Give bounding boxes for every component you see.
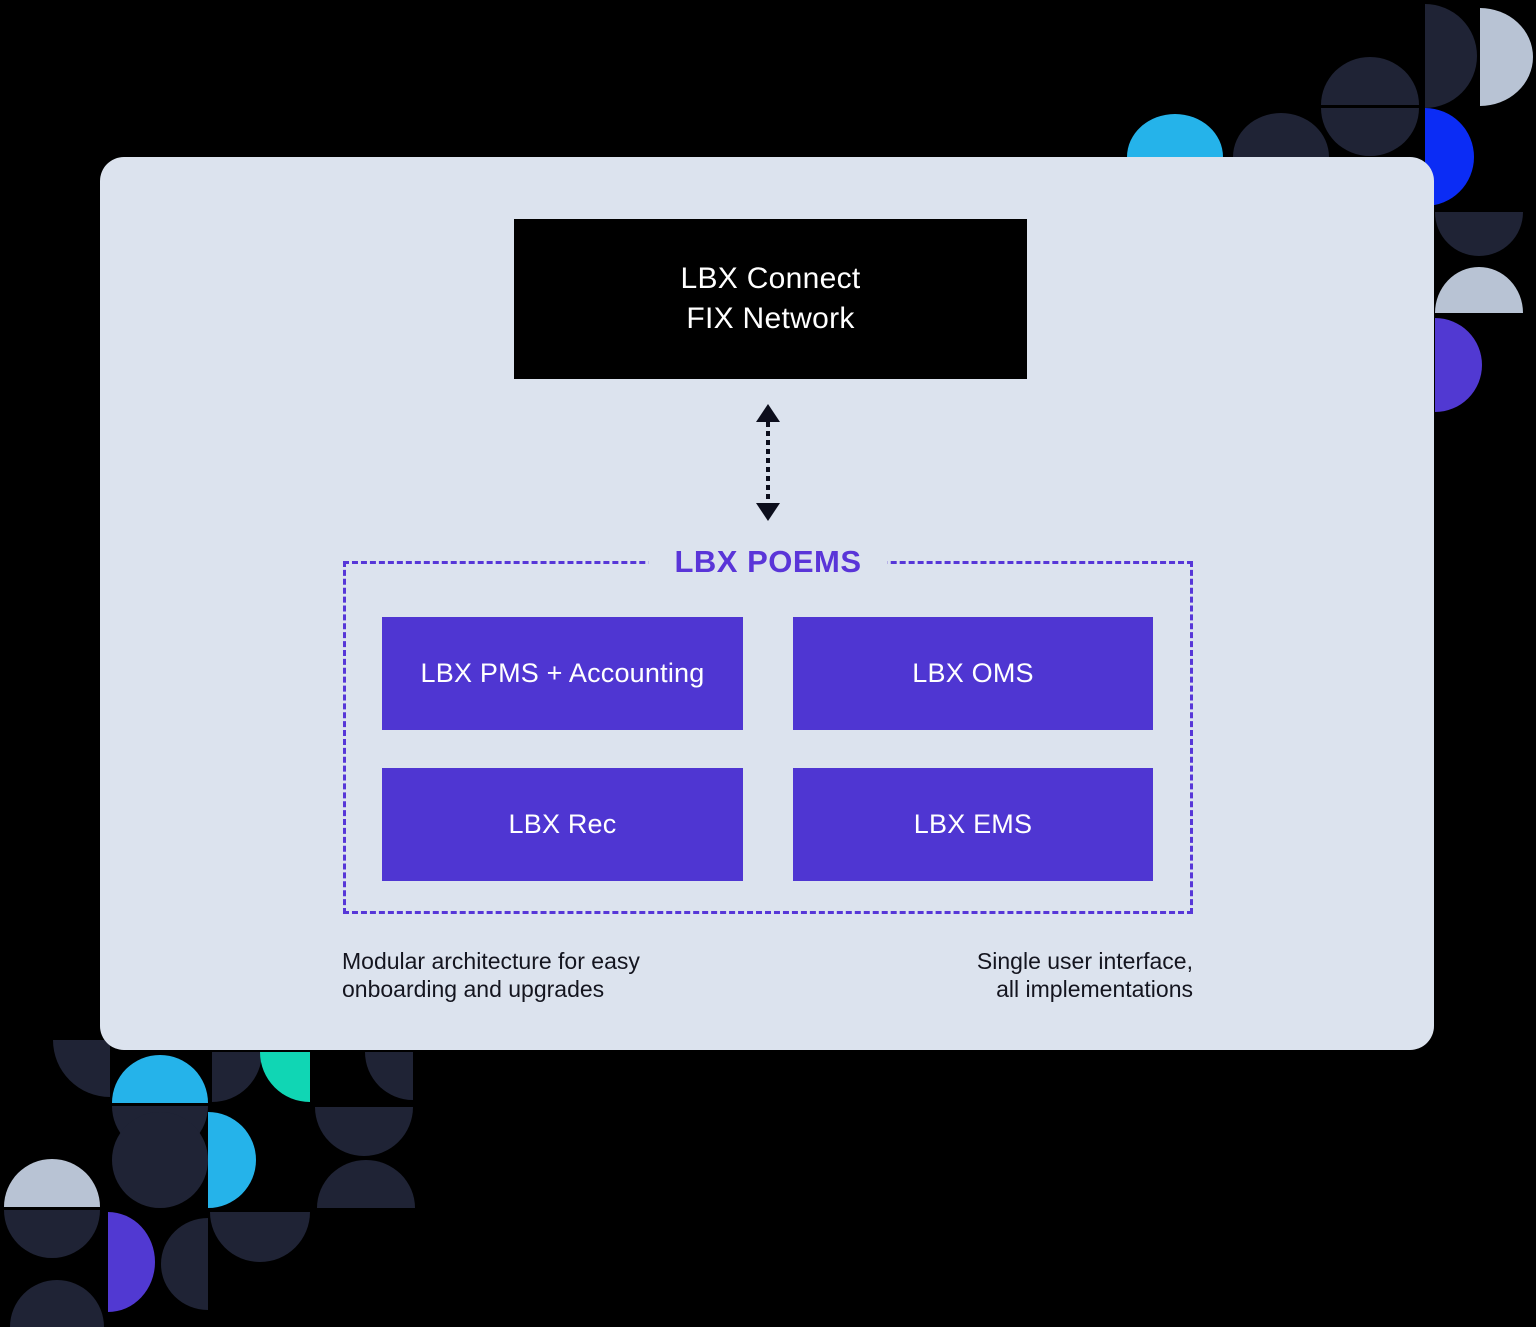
decor-circle-navy (112, 1112, 208, 1208)
decor-semicircle-cyan (112, 1055, 208, 1103)
decor-semicircle-cyan (208, 1112, 256, 1208)
decor-semicircle-navy (317, 1160, 415, 1208)
decor-semicircle-navy (1321, 108, 1419, 156)
poems-group-title: LBX POEMS (648, 544, 888, 580)
decor-semicircle-navy (315, 1107, 413, 1156)
fix-network-node-line1: LBX Connect (680, 262, 861, 295)
caption-modular-architecture: Modular architecture for easy onboarding… (342, 947, 640, 1003)
dotted-line (766, 422, 770, 503)
decor-semicircle-navy (1425, 4, 1477, 108)
decor-semicircle-silver (1480, 8, 1533, 106)
decor-semicircle-purple (108, 1212, 155, 1312)
poems-group: LBX POEMS LBX PMS + Accounting LBX OMS L… (343, 544, 1193, 914)
decor-quarter-circle-navy (212, 1052, 262, 1102)
decor-quarter-circle-navy (53, 1040, 110, 1097)
diagram-card: LBX Connect FIX Network LBX POEMS LBX PM… (100, 157, 1434, 1050)
decor-semicircle-silver (4, 1159, 100, 1207)
decor-semicircle-cyan (1127, 114, 1223, 157)
decor-semicircle-navy (1435, 212, 1523, 256)
module-oms: LBX OMS (793, 617, 1153, 730)
caption-right-line1: Single user interface, (976, 948, 1193, 974)
decor-semicircle-silver (1435, 267, 1523, 313)
bidirectional-arrow (756, 404, 780, 522)
decor-semicircle-navy (161, 1218, 208, 1310)
decor-semicircle-navy (10, 1280, 104, 1327)
fix-network-node: LBX Connect FIX Network (514, 219, 1027, 379)
arrow-up-icon (756, 404, 780, 422)
decor-quarter-circle-navy (365, 1052, 413, 1100)
arrow-down-icon (756, 503, 780, 521)
caption-left-line1: Modular architecture for easy (342, 948, 640, 974)
module-pms-accounting: LBX PMS + Accounting (382, 617, 743, 730)
caption-single-interface: Single user interface, all implementatio… (977, 947, 1193, 1003)
caption-left-line2: onboarding and upgrades (342, 976, 605, 1002)
decor-semicircle-navy (210, 1212, 310, 1262)
caption-right-line2: all implementations (996, 976, 1193, 1002)
module-rec: LBX Rec (382, 768, 743, 881)
decor-semicircle-purple (1435, 318, 1482, 412)
module-ems: LBX EMS (793, 768, 1153, 881)
fix-network-node-line2: FIX Network (686, 302, 855, 335)
decor-semicircle-navy (1321, 57, 1419, 105)
decor-semicircle-navy (4, 1210, 100, 1258)
decor-semicircle-navy (1233, 113, 1329, 157)
decor-quarter-circle-teal (260, 1052, 310, 1102)
